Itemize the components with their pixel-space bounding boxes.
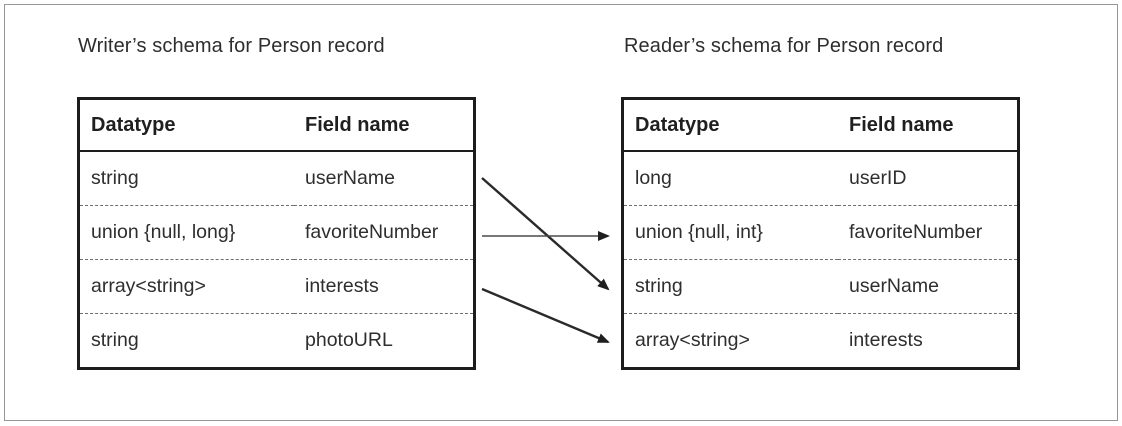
arrow-username-mapping [481,177,610,291]
datatype-cell: string [91,167,139,189]
table-row: union {null, int} favoriteNumber [622,205,1019,260]
table-row: string userName [622,259,1019,314]
datatype-cell: union {null, long} [78,205,294,260]
writer-schema-table: Datatype Field name string userName unio… [77,97,476,370]
table-row: string photoURL [78,313,475,369]
datatype-cell: union {null, int} [622,205,838,260]
fieldname-cell: favoriteNumber [294,205,475,260]
datatype-cell: string [622,259,838,314]
fieldname-cell: interests [838,313,1019,369]
datatype-cell: array<string> [78,259,294,314]
reader-schema-table: Datatype Field name long userID union {n… [621,97,1020,370]
writer-header-row: Datatype Field name [78,98,475,152]
fieldname-cell: favoriteNumber [838,205,1019,260]
writer-schema-title: Writer’s schema for Person record [78,35,385,57]
table-row: array<string> interests [78,259,475,314]
reader-header-row: Datatype Field name [622,98,1019,152]
table-row: long userID [623,151,1019,206]
datatype-cell: string [78,313,294,369]
reader-schema-title: Reader’s schema for Person record [624,35,944,57]
writer-header-datatype: Datatype [78,98,294,152]
datatype-cell: long [635,167,672,189]
reader-header-fieldname: Field name [838,98,1019,152]
fieldname-cell: userName [838,259,1019,314]
fieldname-cell: userName [305,167,395,189]
writer-header-fieldname: Field name [294,98,475,152]
datatype-cell: array<string> [622,313,838,369]
fieldname-cell: interests [294,259,475,314]
arrow-interests-mapping [481,287,610,344]
reader-header-datatype: Datatype [622,98,838,152]
fieldname-cell: userID [849,167,907,189]
table-row: union {null, long} favoriteNumber [78,205,475,260]
table-row: array<string> interests [622,313,1019,369]
table-row: string userName [79,151,475,206]
fieldname-cell: photoURL [294,313,475,369]
